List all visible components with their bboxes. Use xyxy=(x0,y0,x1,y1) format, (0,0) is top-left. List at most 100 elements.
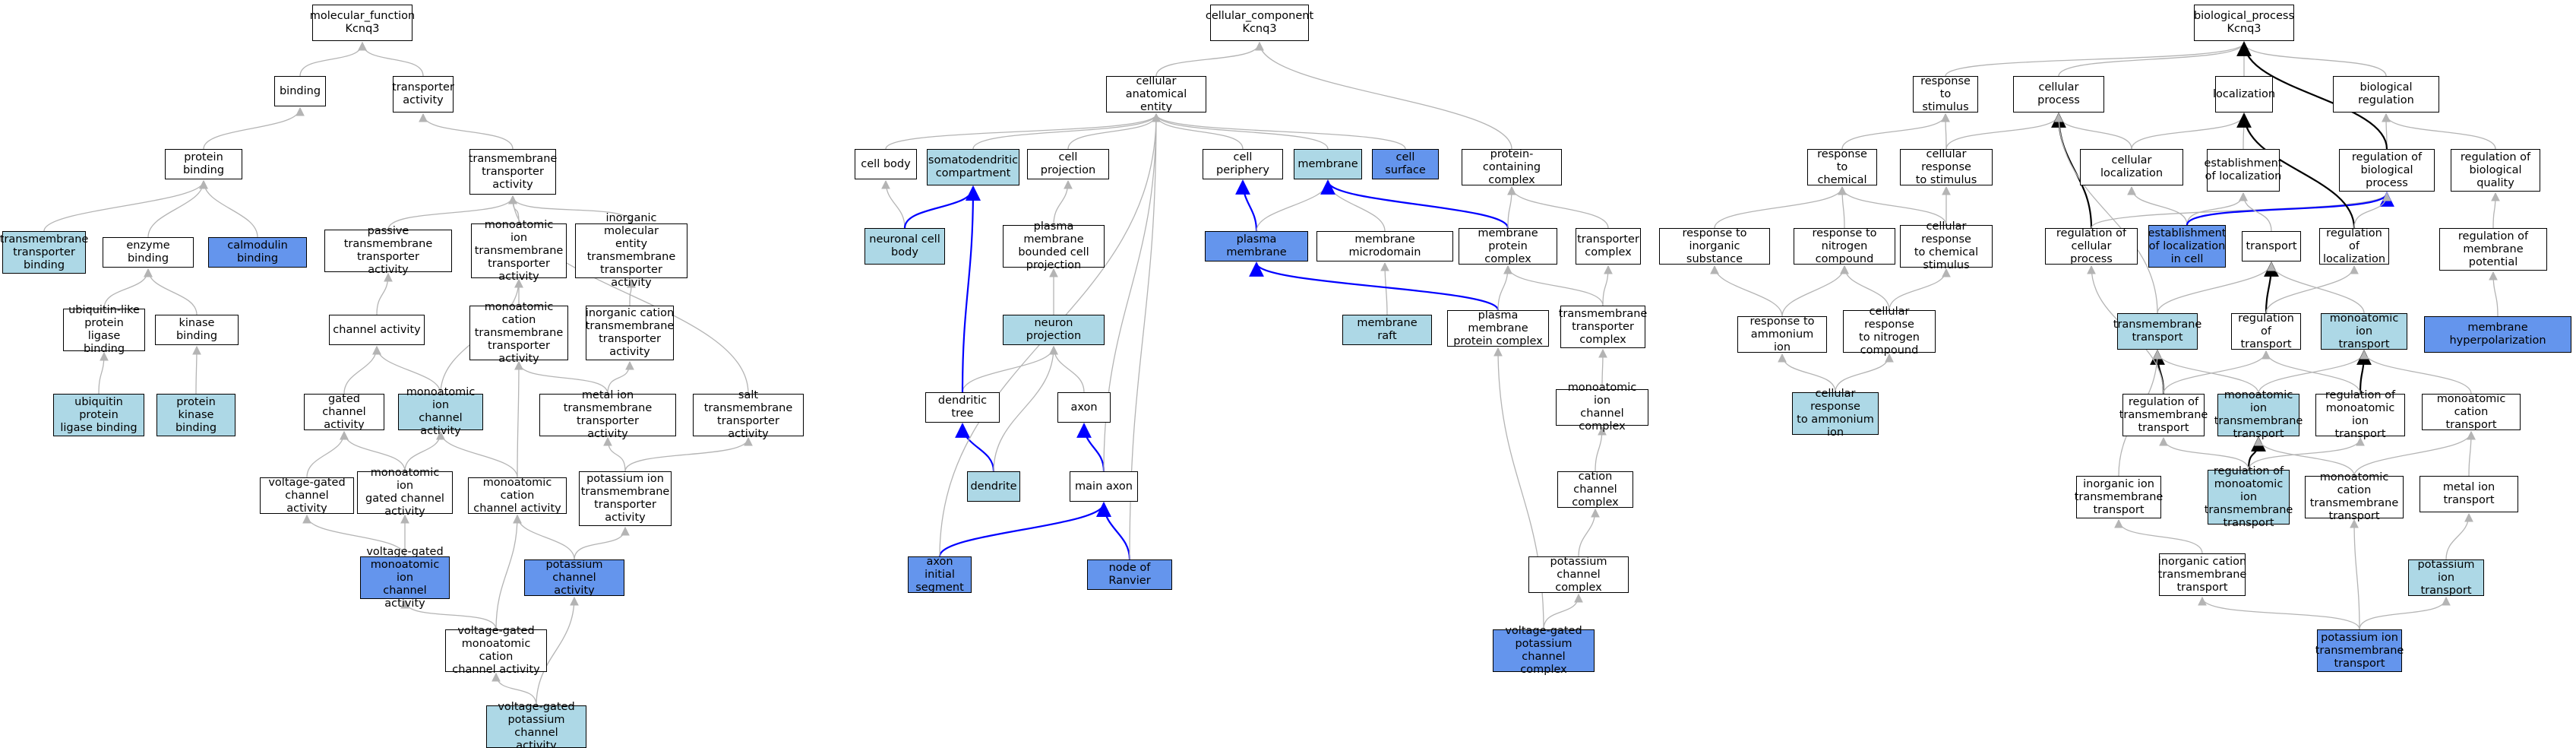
edge-gray xyxy=(1543,593,1583,630)
go-term-inorganic-cation-tm-transport: inorganic cation transmembrane transport xyxy=(2158,553,2246,596)
edge-gray xyxy=(1602,265,1613,306)
edge-gray xyxy=(199,179,258,238)
edge-gray xyxy=(491,672,537,706)
edge-gray xyxy=(1256,179,1332,232)
edge-gray xyxy=(2186,192,2248,226)
go-term-localization: localization xyxy=(2213,76,2275,113)
go-term-tm-transporter-complex: transmembrane transporter complex xyxy=(1559,306,1647,348)
go-term-cellular-process: cellular process xyxy=(2013,76,2104,113)
edge-gray xyxy=(2157,261,2276,314)
edge-gray xyxy=(436,430,518,478)
go-term-membrane-microdomain: membrane microdomain xyxy=(1316,231,1453,261)
edge-gray xyxy=(302,514,406,557)
edge-gray xyxy=(2359,596,2451,630)
edge-gray xyxy=(2159,436,2249,471)
edge-gray xyxy=(1497,265,1512,311)
edge-gray xyxy=(993,345,1058,472)
edge-gray xyxy=(1598,348,1607,390)
go-term-ubl-binding: ubiquitin-like protein ligase binding xyxy=(63,304,145,355)
edge-gray xyxy=(1838,185,1947,226)
edge-gray xyxy=(624,436,753,472)
go-term-regulation-of-tm-transport: regulation of transmembrane transport xyxy=(2119,394,2208,436)
edge-gray xyxy=(419,113,514,150)
go-term-mf: molecular_function Kcnq3 xyxy=(310,5,415,41)
edge-blue xyxy=(955,423,995,472)
go-term-main-axon: main axon xyxy=(1070,471,1138,502)
edge-gray xyxy=(1889,268,1951,311)
edge-blue xyxy=(903,185,981,229)
go-term-cell-surface: cell surface xyxy=(1372,149,1439,179)
go-term-tm-transporter-activity: transmembrane transporter activity xyxy=(469,149,557,195)
go-term-somatodendritic: somatodendritic compartment xyxy=(927,149,1019,185)
edge-gray xyxy=(1155,41,1264,77)
go-term-response-to-inorganic: response to inorganic substance xyxy=(1659,227,1770,265)
go-term-regulation-of-monoatomic-ion-tm-transport: regulation of monoatomic ion transmembra… xyxy=(2204,464,2293,529)
go-term-protein-kinase-binding: protein kinase binding xyxy=(156,394,235,436)
edge-gray xyxy=(2239,192,2272,232)
edge-gray xyxy=(2353,192,2391,229)
go-term-regulation-of-monoatomic-ion-transport: regulation of monoatomic ion transport xyxy=(2315,389,2405,440)
go-term-cellular-response-ammonium: cellular response to ammonium ion xyxy=(1792,388,1879,439)
go-term-membrane-protein-complex: membrane protein complex xyxy=(1459,227,1557,265)
edge-blue xyxy=(1235,179,1258,232)
edge-gray xyxy=(2382,113,2496,150)
go-term-plasma-membrane: plasma membrane xyxy=(1205,231,1308,261)
edge-gray xyxy=(1941,113,1950,150)
edge-gray xyxy=(885,113,1161,150)
go-term-potassium-ion-tm: potassium ion transmembrane transporter … xyxy=(579,471,672,526)
edge-gray xyxy=(881,179,906,229)
go-term-monoatomic-cation-tm-transport: monoatomic cation transmembrane transpor… xyxy=(2305,471,2404,522)
go-term-node-of-ranvier: node of Ranvier xyxy=(1087,559,1172,590)
go-term-potassium-ion-transport: potassium ion transport xyxy=(2408,559,2484,597)
go-term-ubiquitin-ligase-binding: ubiquitin protein ligase binding xyxy=(53,394,144,436)
edge-gray xyxy=(203,106,305,150)
edge-gray xyxy=(627,278,636,306)
go-term-potassium-ion-tm-transport: potassium ion transmembrane transport xyxy=(2315,629,2404,672)
edge-gray xyxy=(2198,596,2360,630)
edge-gray xyxy=(1049,345,1085,393)
go-term-neuron-projection: neuron projection xyxy=(1003,315,1105,345)
edge-gray xyxy=(103,268,153,309)
edge-gray xyxy=(2467,430,2476,477)
edge-gray xyxy=(98,351,109,395)
edge-gray xyxy=(1578,508,1600,557)
edge-gray xyxy=(2163,350,2271,395)
edge-gray xyxy=(2491,192,2500,229)
edge-blue xyxy=(1249,261,1500,311)
edge-gray xyxy=(192,345,201,395)
go-term-metal-ion-tm: metal ion transmembrane transporter acti… xyxy=(539,389,676,440)
go-term-tm-transporter-binding: transmembrane transporter binding xyxy=(0,231,88,274)
go-term-protein-containing-complex: protein-containing complex xyxy=(1462,148,1562,186)
edge-gray xyxy=(1781,265,1849,317)
edge-gray xyxy=(2054,113,2132,150)
edge-gray xyxy=(43,179,208,232)
edge-gray xyxy=(1595,426,1607,472)
go-term-regulation-of-transport: regulation of transport xyxy=(2231,312,2301,350)
go-term-response-to-nitrogen: response to nitrogen compound xyxy=(1794,227,1895,265)
go-term-axon-initial-segment: axon initial segment xyxy=(908,556,972,594)
edge-gray xyxy=(1838,185,1847,229)
go-term-cellular-response-chemical: cellular response to chemical stimulus xyxy=(1900,220,1993,271)
go-term-inorganic-ion-tm-transport: inorganic ion transmembrane transport xyxy=(2075,476,2163,518)
go-term-vg-monoatomic-ion-channel: voltage-gated monoatomic ion channel act… xyxy=(360,546,450,610)
go-term-metal-ion-transport: metal ion transport xyxy=(2420,476,2518,512)
go-term-tm-transport: transmembrane transport xyxy=(2113,313,2201,350)
edge-gray xyxy=(376,272,393,315)
edge-gray xyxy=(1053,179,1073,226)
edge-gray xyxy=(2153,350,2259,395)
go-term-membrane: membrane xyxy=(1294,149,1362,179)
edge-gray xyxy=(340,430,406,472)
edge-gray xyxy=(1710,265,1783,317)
edge-gray xyxy=(1152,113,1329,150)
edge-gray xyxy=(306,430,349,478)
edge-gray xyxy=(513,514,575,560)
go-term-cellular-localization: cellular localization xyxy=(2080,149,2183,185)
edge-gray xyxy=(2359,350,2472,395)
edge-gray xyxy=(2131,113,2249,150)
edge-gray xyxy=(1778,353,1836,393)
edge-gray xyxy=(1507,185,1516,229)
edge-gray xyxy=(144,268,198,315)
go-term-calmodulin-binding: calmodulin binding xyxy=(208,237,307,268)
